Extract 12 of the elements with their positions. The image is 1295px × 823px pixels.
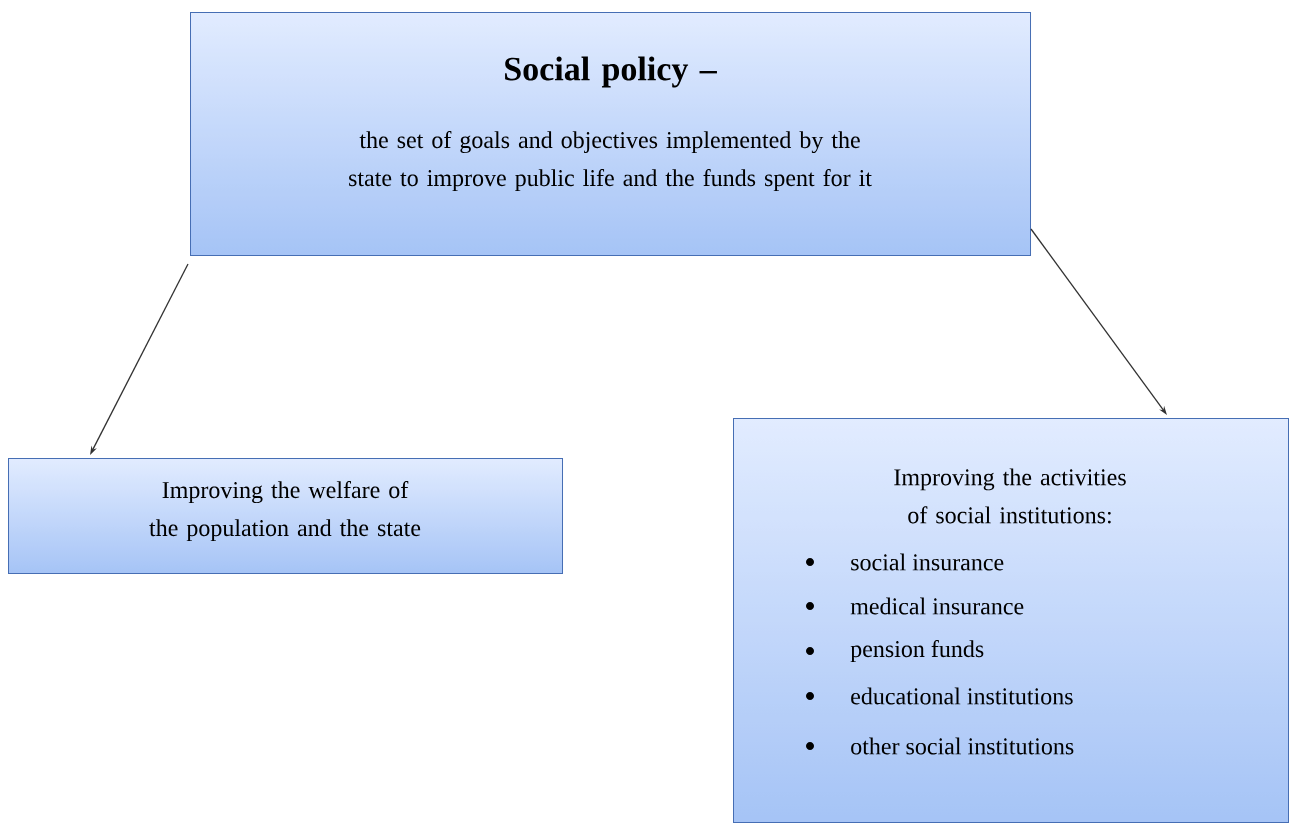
box [8, 458, 563, 574]
bullet-item: medical insurance [806, 597, 1024, 615]
box [190, 12, 1031, 256]
bullet-item: educational institutions [806, 687, 1073, 705]
bullet-item: social insurance [806, 553, 1004, 571]
description: the set of goals and objectives implemented by the state to improve public life and the funds spent for it [349, 131, 872, 191]
heading: Social policy – [505, 56, 717, 88]
box [733, 418, 1289, 823]
description: Improving the welfare of the population and the state [149, 481, 421, 541]
description: Improving the activities of social institutions: [894, 468, 1126, 524]
bullet-item: other social institutions [806, 737, 1074, 755]
bullet-item: pension funds [806, 640, 984, 662]
